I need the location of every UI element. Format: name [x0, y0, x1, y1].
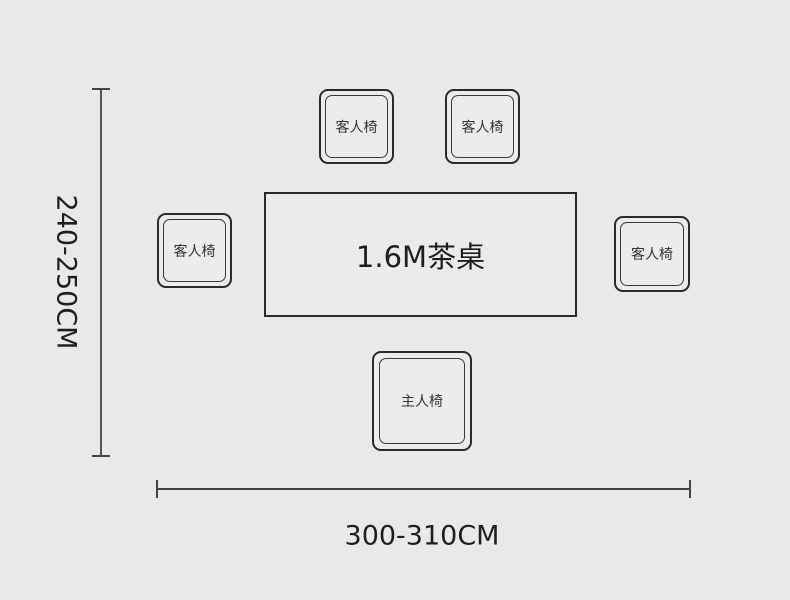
chair-label: 客人椅 [163, 219, 226, 282]
guest-chair-top-right: 客人椅 [445, 89, 520, 164]
width-dimension-label: 300-310CM [344, 520, 500, 552]
chair-label: 主人椅 [379, 358, 465, 444]
chair-label: 客人椅 [451, 95, 514, 158]
height-dimension-label: 240-250CM [50, 194, 82, 350]
guest-chair-top-left: 客人椅 [319, 89, 394, 164]
tea-table: 1.6M茶桌 [264, 192, 577, 317]
width-dimension-left-cap [156, 480, 158, 498]
height-dimension-bottom-cap [92, 455, 110, 457]
guest-chair-left: 客人椅 [157, 213, 232, 288]
width-dimension-line [156, 488, 691, 490]
host-chair: 主人椅 [372, 351, 472, 451]
guest-chair-right: 客人椅 [614, 216, 690, 292]
chair-label: 客人椅 [325, 95, 388, 158]
width-dimension-right-cap [689, 480, 691, 498]
height-dimension-top-cap [92, 88, 110, 90]
chair-label: 客人椅 [620, 222, 684, 286]
height-dimension-line [100, 89, 102, 457]
